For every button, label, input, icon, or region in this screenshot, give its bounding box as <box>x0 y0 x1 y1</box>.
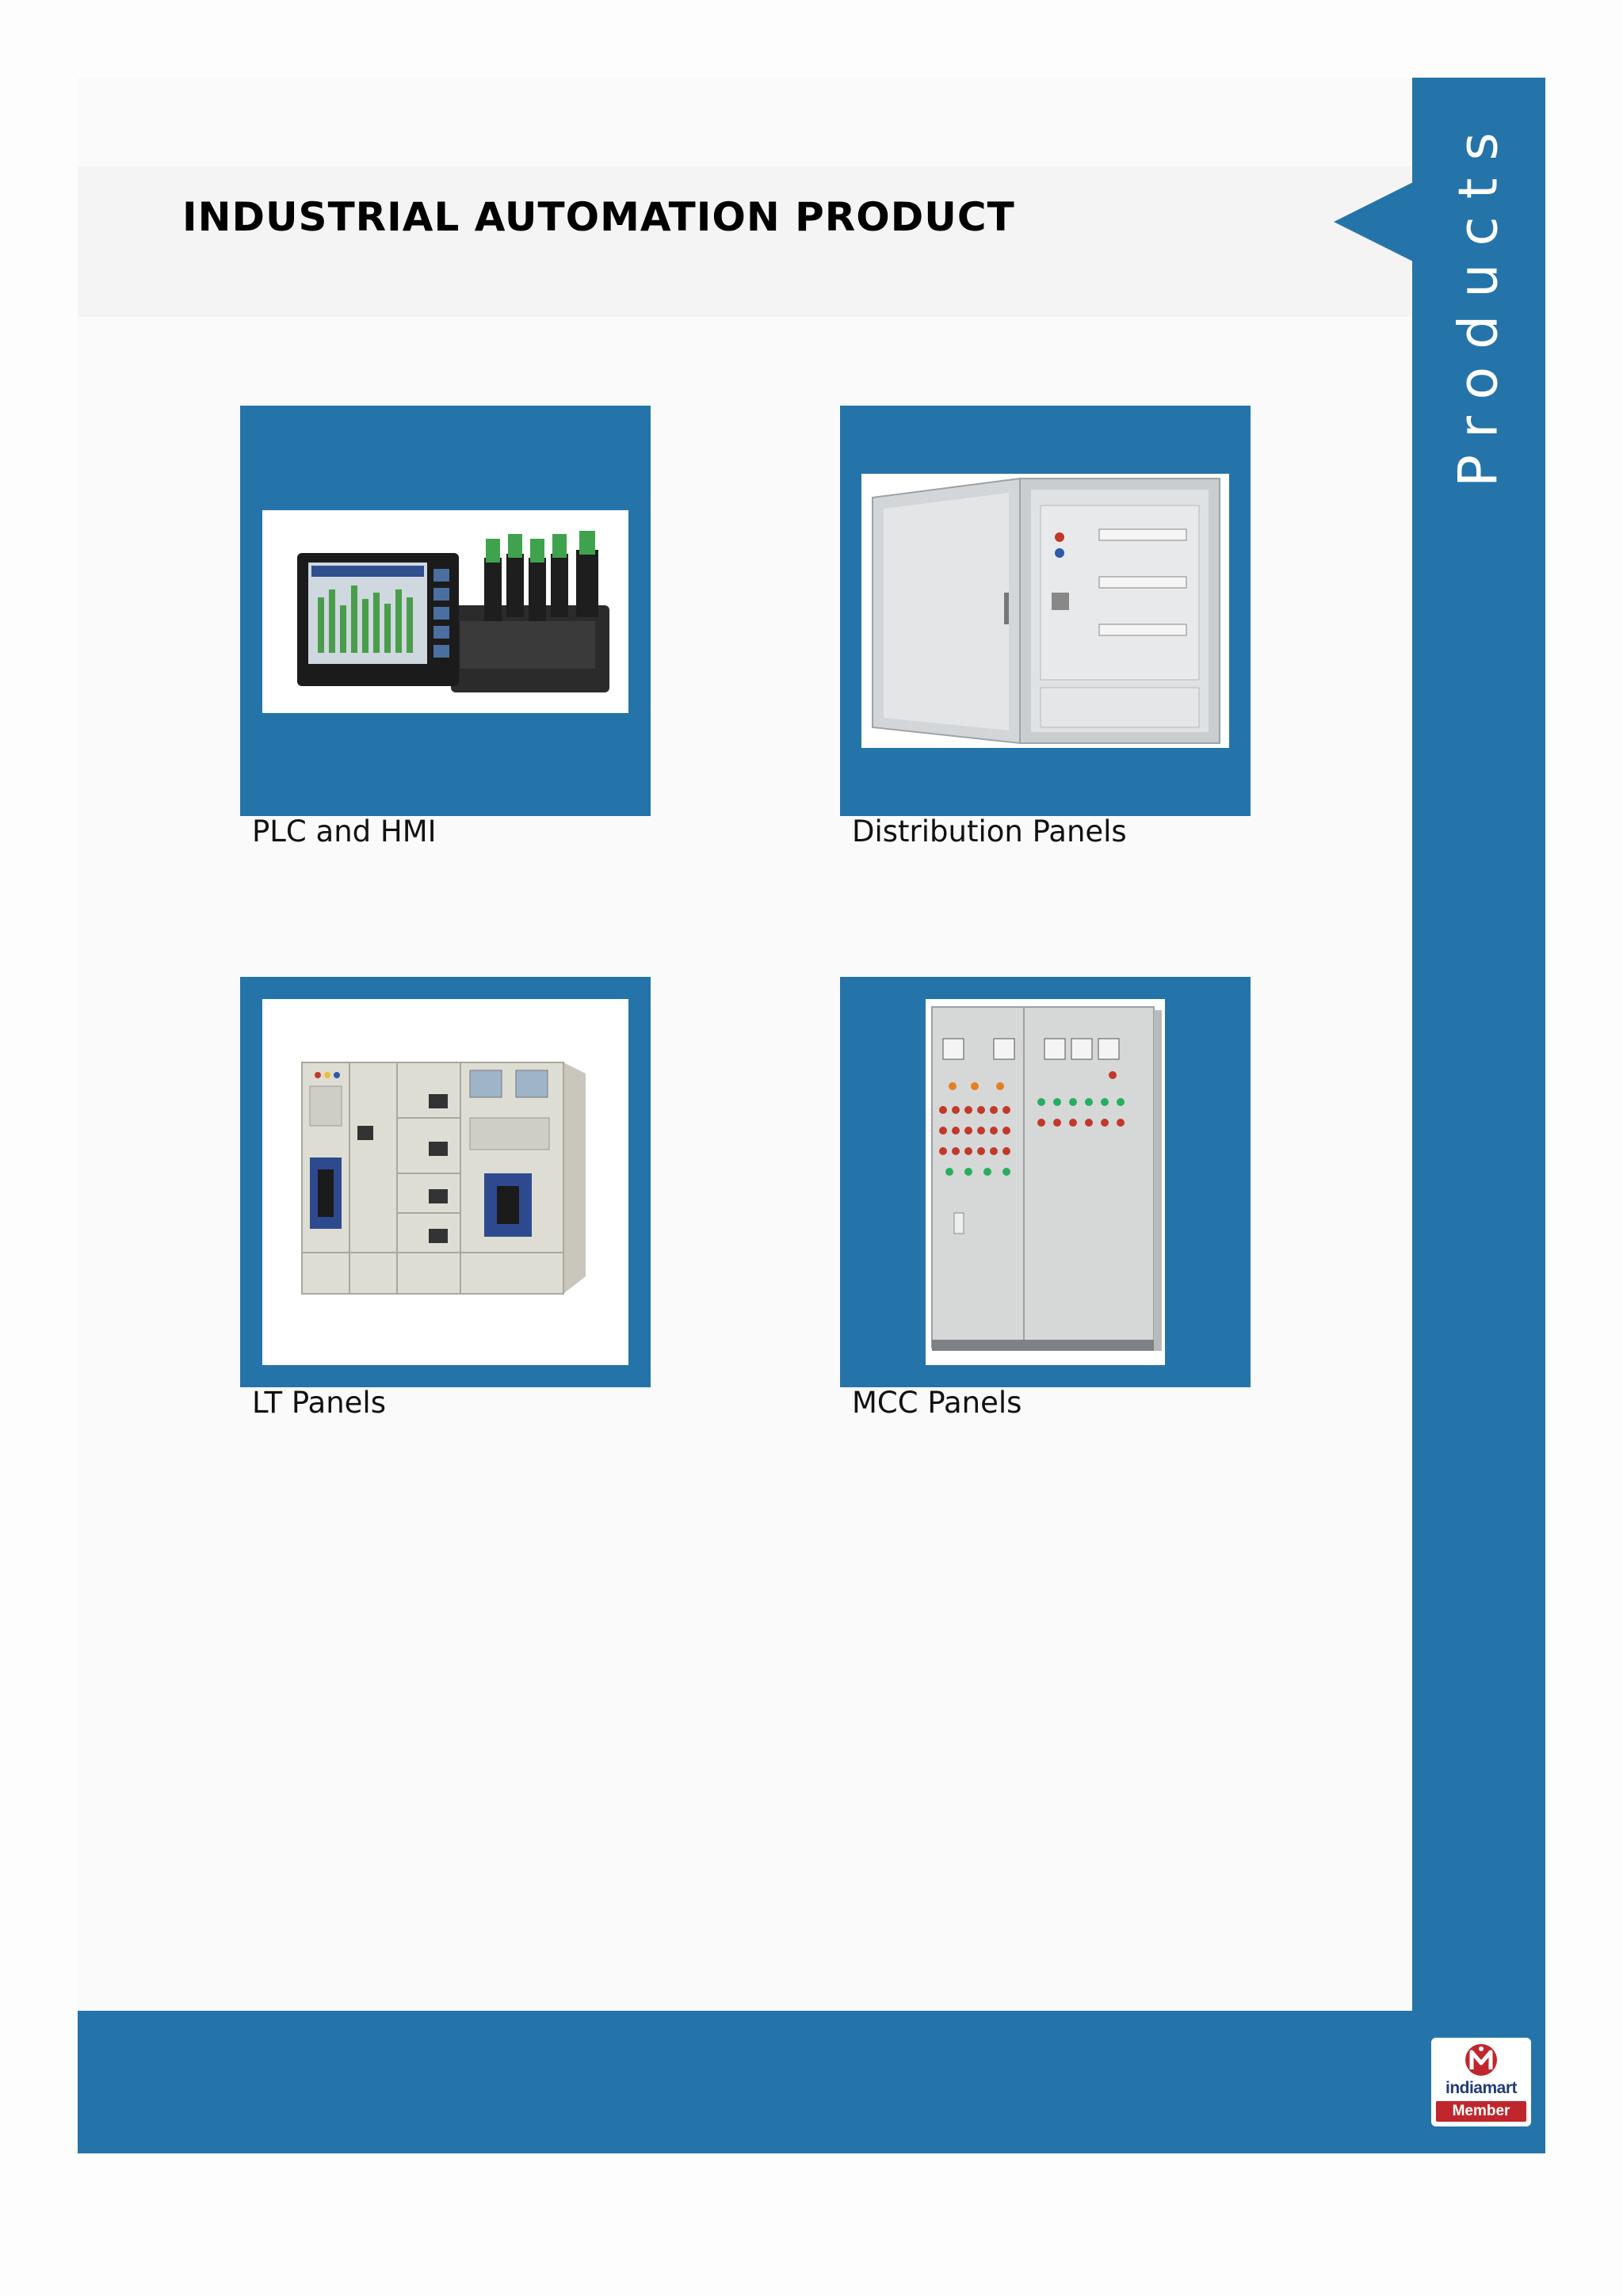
badge-member-label: Member <box>1436 2101 1526 2122</box>
indiamart-logo-icon <box>1465 2044 1497 2076</box>
product-caption-distribution-panels: Distribution Panels <box>852 814 1127 849</box>
product-card-plc-hmi[interactable] <box>240 406 651 816</box>
indiamart-member-badge[interactable]: indiamart Member <box>1431 2038 1531 2126</box>
footer-band <box>78 2011 1545 2153</box>
product-caption-mcc-panels: MCC Panels <box>852 1386 1022 1420</box>
distribution-panel-photo-icon <box>861 474 1229 748</box>
product-card-lt-panels[interactable] <box>240 977 651 1387</box>
product-card-distribution-panels[interactable] <box>840 406 1251 816</box>
side-pointer-arrow <box>1334 182 1413 261</box>
plc-hmi-photo-icon <box>262 510 628 713</box>
product-caption-plc-hmi: PLC and HMI <box>252 814 437 849</box>
product-card-mcc-panels[interactable] <box>840 977 1251 1387</box>
badge-brand-text: indiamart <box>1445 2079 1518 2097</box>
side-label-products: Products <box>1447 115 1510 487</box>
lt-panel-photo-icon <box>262 999 628 1365</box>
mcc-panel-photo-icon <box>926 999 1165 1365</box>
side-bar <box>1412 78 1545 2011</box>
header-band <box>78 166 1412 317</box>
page-title: INDUSTRIAL AUTOMATION PRODUCT <box>182 194 1015 240</box>
product-caption-lt-panels: LT Panels <box>252 1386 386 1420</box>
